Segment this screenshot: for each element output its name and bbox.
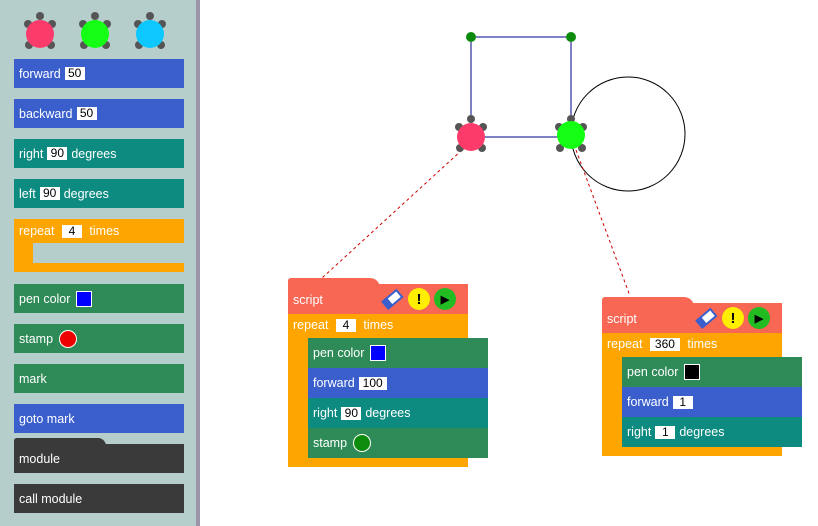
left-value[interactable]: 90 xyxy=(39,187,60,200)
warning-icon[interactable]: ! xyxy=(408,288,430,310)
right-value[interactable]: 1 xyxy=(655,425,676,439)
turtle-script-link xyxy=(321,149,463,279)
script-tab xyxy=(288,278,380,288)
eraser-icon[interactable] xyxy=(694,307,718,329)
turtle-pink-icon[interactable] xyxy=(455,115,487,152)
backward-value[interactable]: 50 xyxy=(76,107,97,120)
palette-mark-block[interactable]: mark xyxy=(14,364,184,393)
drawing-canvas[interactable] xyxy=(200,0,818,526)
turtle-pink-icon[interactable] xyxy=(24,12,56,52)
right-value[interactable]: 90 xyxy=(47,147,68,160)
script-1-right-block[interactable]: right 90 degrees xyxy=(308,398,488,428)
script-header[interactable]: script ! ▶ xyxy=(602,303,782,333)
turtle-green-icon[interactable] xyxy=(555,115,587,152)
palette-goto-mark-block[interactable]: goto mark xyxy=(14,404,184,433)
pen-color-swatch[interactable] xyxy=(684,364,701,380)
repeat-value[interactable]: 360 xyxy=(649,338,680,351)
forward-value[interactable]: 100 xyxy=(358,376,387,390)
pen-color-swatch[interactable] xyxy=(76,290,93,307)
warning-icon[interactable]: ! xyxy=(722,307,744,329)
script-1-stamp-block[interactable]: stamp xyxy=(308,428,488,458)
drawn-square xyxy=(470,36,572,138)
play-icon[interactable]: ▶ xyxy=(434,288,456,310)
pen-color-swatch[interactable] xyxy=(370,345,387,361)
repeat-value[interactable]: 4 xyxy=(61,225,82,238)
script-2-right-block[interactable]: right 1 degrees xyxy=(622,417,802,447)
script-1[interactable]: script ! ▶ repeat 4 times pen color forw… xyxy=(288,278,488,467)
script-1-pen-color-block[interactable]: pen color xyxy=(308,338,488,368)
drawn-circle xyxy=(570,76,686,192)
module-tab xyxy=(14,438,106,446)
palette-divider[interactable] xyxy=(196,0,200,526)
forward-value[interactable]: 50 xyxy=(64,67,85,80)
turtle-cyan-icon[interactable] xyxy=(134,12,166,52)
palette-right-block[interactable]: right 90 degrees xyxy=(14,139,184,168)
script-header[interactable]: script ! ▶ xyxy=(288,284,468,314)
script-2-forward-block[interactable]: forward 1 xyxy=(622,387,802,417)
stamp-mark xyxy=(466,32,476,42)
script-2[interactable]: script ! ▶ repeat 360 times pen color fo… xyxy=(602,297,802,456)
palette-backward-block[interactable]: backward 50 xyxy=(14,99,184,128)
turtle-green-icon[interactable] xyxy=(79,12,111,52)
palette-left-block[interactable]: left 90 degrees xyxy=(14,179,184,208)
forward-value[interactable]: 1 xyxy=(672,395,693,409)
turtle-script-link xyxy=(575,149,631,297)
play-icon[interactable]: ▶ xyxy=(748,307,770,329)
right-value[interactable]: 90 xyxy=(341,406,362,420)
repeat-slot xyxy=(33,243,184,263)
stamp-color-swatch[interactable] xyxy=(353,434,372,452)
script-tab xyxy=(602,297,694,307)
palette-repeat-block[interactable]: repeat 4 times xyxy=(14,219,184,272)
script-1-forward-block[interactable]: forward 100 xyxy=(308,368,488,398)
palette-pen-color-block[interactable]: pen color xyxy=(14,284,184,313)
palette-stamp-block[interactable]: stamp xyxy=(14,324,184,353)
stamp-mark xyxy=(566,32,576,42)
palette-forward-block[interactable]: forward 50 xyxy=(14,59,184,88)
repeat-value[interactable]: 4 xyxy=(335,319,356,332)
script-2-pen-color-block[interactable]: pen color xyxy=(622,357,802,387)
palette-call-module-block[interactable]: call module xyxy=(14,484,184,513)
stamp-color-swatch[interactable] xyxy=(59,329,78,348)
block-palette: forward 50 backward 50 right 90 degrees … xyxy=(0,0,196,526)
eraser-icon[interactable] xyxy=(380,288,404,310)
palette-module-block[interactable]: module xyxy=(14,444,184,473)
